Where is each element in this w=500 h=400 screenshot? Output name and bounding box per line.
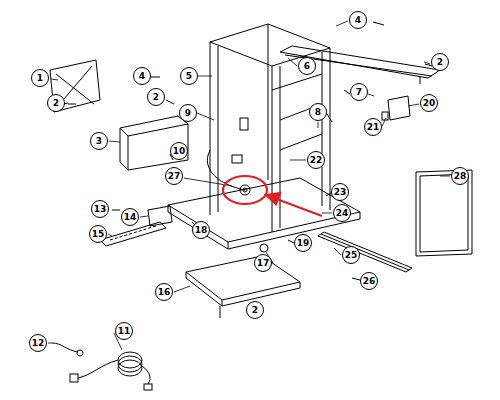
callout-number: 3 bbox=[90, 132, 108, 150]
callout-number: 22 bbox=[307, 151, 325, 169]
callout-number: 2 bbox=[431, 53, 449, 71]
ground-wire bbox=[52, 343, 83, 356]
highlight bbox=[223, 176, 322, 216]
callout-number: 21 bbox=[364, 118, 382, 136]
callout-number: 27 bbox=[165, 167, 183, 185]
callout-number: 7 bbox=[350, 83, 368, 101]
callout-number: 16 bbox=[155, 283, 173, 301]
callout-number: 28 bbox=[451, 167, 469, 185]
hinge-bracket bbox=[148, 206, 172, 226]
rail bbox=[318, 232, 412, 272]
callout-number: 18 bbox=[192, 221, 210, 239]
callout-number: 12 bbox=[29, 334, 47, 352]
callout-number: 6 bbox=[298, 57, 316, 75]
callout-number: 2 bbox=[147, 88, 165, 106]
callout-number: 17 bbox=[254, 254, 272, 272]
callout-number: 14 bbox=[121, 208, 139, 226]
drip-tray bbox=[186, 256, 300, 318]
callout-number: 11 bbox=[115, 322, 133, 340]
callout-number: 24 bbox=[333, 204, 351, 222]
callout-number: 2 bbox=[47, 94, 65, 112]
callout-number: 8 bbox=[309, 103, 327, 121]
callout-number: 20 bbox=[420, 94, 438, 112]
callout-number: 23 bbox=[331, 183, 349, 201]
callout-number: 13 bbox=[91, 200, 109, 218]
switch-bracket bbox=[382, 96, 410, 120]
power-cord bbox=[70, 352, 152, 390]
cabinet-frame bbox=[168, 24, 360, 249]
callout-number: 9 bbox=[179, 104, 197, 122]
callout-number: 10 bbox=[170, 142, 188, 160]
callout-number: 25 bbox=[342, 246, 360, 264]
callout-number: 19 bbox=[294, 234, 312, 252]
callout-number: 2 bbox=[246, 301, 264, 319]
screws bbox=[68, 22, 432, 280]
callout-number: 4 bbox=[349, 11, 367, 29]
foot bbox=[260, 244, 268, 252]
callout-number: 4 bbox=[133, 67, 151, 85]
shield-cover bbox=[120, 116, 188, 170]
callout-number: 26 bbox=[360, 272, 378, 290]
strip bbox=[100, 222, 166, 246]
leader-lines bbox=[48, 21, 450, 350]
callout-number: 15 bbox=[89, 225, 107, 243]
top-brace bbox=[280, 46, 440, 84]
callout-number: 1 bbox=[31, 69, 49, 87]
callout-number: 5 bbox=[180, 67, 198, 85]
